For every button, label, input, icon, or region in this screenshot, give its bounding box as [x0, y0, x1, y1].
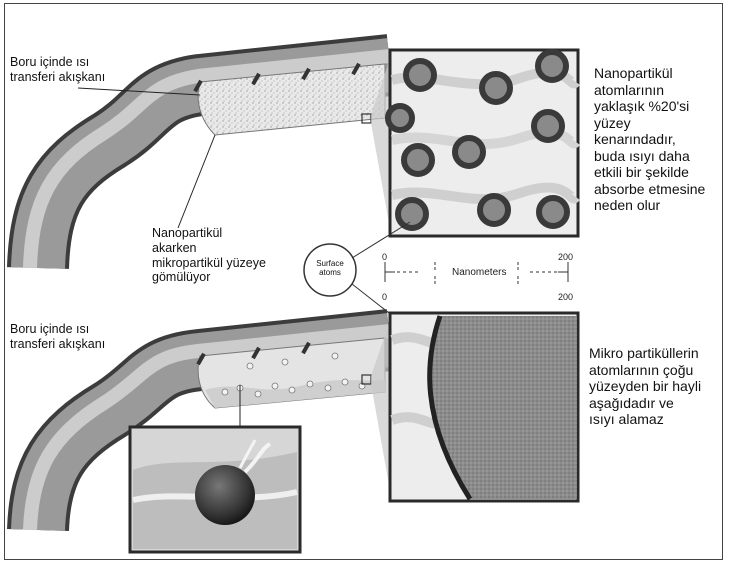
middle-label-leader-top	[178, 135, 215, 228]
scale-top-min: 0	[382, 252, 387, 262]
scale-bottom-min: 0	[382, 292, 387, 302]
scale-label: Nanometers	[452, 267, 506, 278]
scale-bottom-max: 200	[558, 292, 573, 302]
scale-top-max: 200	[558, 252, 573, 262]
middle-label: Nanopartikül akarken mikropartikül yüzey…	[152, 226, 266, 285]
top-pipe-label: Boru içinde ısı transferi akışkanı	[10, 55, 105, 85]
bottom-pipe-label: Boru içinde ısı transferi akışkanı	[10, 322, 105, 352]
micro-zoom-panel	[390, 313, 578, 501]
micro-description: Mikro partiküllerin atomlarının çoğu yüz…	[589, 345, 701, 428]
surface-atoms-label: Surface atoms	[308, 259, 352, 278]
nano-description: Nanopartikül atomlarının yaklaşık %20'si…	[594, 65, 705, 214]
nano-zoom-panel	[388, 50, 578, 236]
microparticle-photo	[130, 427, 300, 552]
